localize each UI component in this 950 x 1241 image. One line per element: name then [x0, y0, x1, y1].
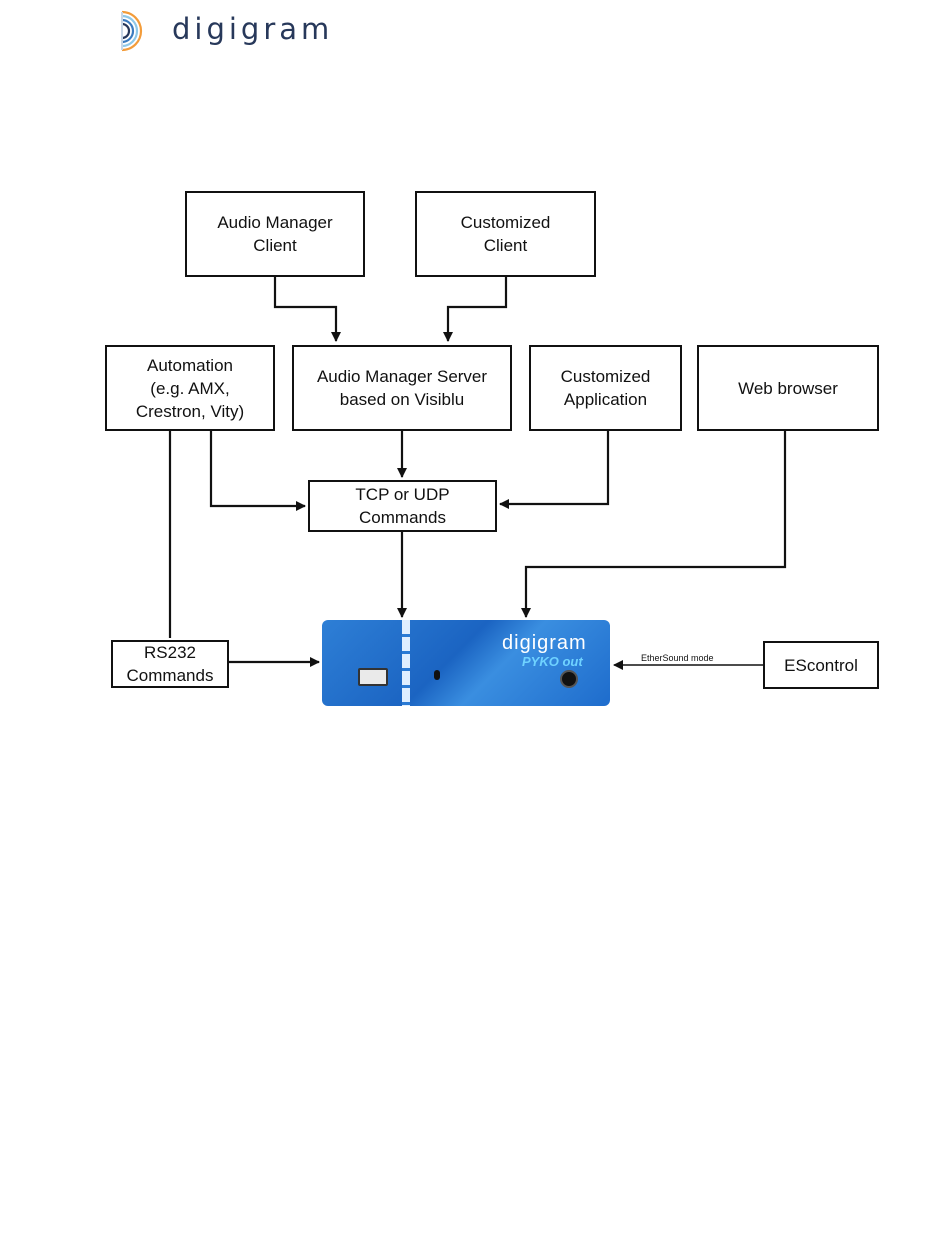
- pyko-out-device: digigram PYKO out: [322, 620, 610, 706]
- device-front-stripe: [402, 620, 410, 706]
- node-label: Customized Application: [561, 365, 651, 411]
- node-audio-manager-client: Audio Manager Client: [185, 191, 365, 277]
- usb-port-icon: [358, 668, 388, 686]
- node-label: Customized Client: [461, 211, 551, 257]
- node-rs232-commands: RS232 Commands: [111, 640, 229, 688]
- node-customized-client: Customized Client: [415, 191, 596, 277]
- node-label: TCP or UDP Commands: [355, 483, 449, 529]
- ethersound-mode-label: EtherSound mode: [641, 653, 714, 663]
- node-label: Web browser: [738, 377, 838, 400]
- node-tcp-udp-commands: TCP or UDP Commands: [308, 480, 497, 532]
- node-label: Audio Manager Client: [217, 211, 332, 257]
- node-customized-application: Customized Application: [529, 345, 682, 431]
- edge-amclient-to-server: [275, 277, 336, 341]
- edge-webbrowser-to-device: [526, 431, 785, 617]
- node-label: Audio Manager Server based on Visiblu: [317, 365, 487, 411]
- node-audio-manager-server: Audio Manager Server based on Visiblu: [292, 345, 512, 431]
- edge-automation-to-tcp: [211, 431, 305, 506]
- node-web-browser: Web browser: [697, 345, 879, 431]
- node-automation: Automation (e.g. AMX, Crestron, Vity): [105, 345, 275, 431]
- device-led-icon: [434, 670, 440, 680]
- device-brand: digigram: [502, 632, 587, 655]
- edge-customclient-to-server: [448, 277, 506, 341]
- edge-customapp-to-tcp: [500, 431, 608, 504]
- node-label: EScontrol: [784, 654, 858, 677]
- node-label: Automation (e.g. AMX, Crestron, Vity): [136, 354, 244, 423]
- audio-jack-icon: [560, 670, 578, 688]
- node-escontrol: EScontrol: [763, 641, 879, 689]
- device-model: PYKO out: [522, 654, 583, 669]
- node-label: RS232 Commands: [127, 641, 214, 687]
